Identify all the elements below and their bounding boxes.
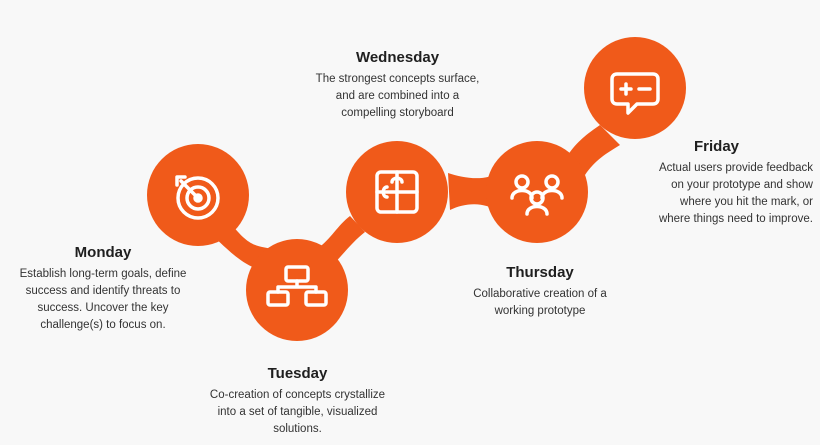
description-line: working prototype — [494, 305, 586, 317]
description-line: solutions. — [273, 423, 322, 435]
flowchart-icon — [266, 265, 328, 307]
description-line: Actual users provide feedback — [658, 162, 813, 174]
node-friday — [584, 37, 686, 139]
day-title-friday: Friday — [693, 138, 739, 155]
day-block-monday: Monday Establish long-term goals, define… — [8, 244, 198, 334]
description-line: compelling storyboard — [341, 107, 454, 119]
day-block-friday: Friday Actual users provide feedback on … — [628, 138, 813, 228]
feedback-chat-icon — [610, 72, 660, 115]
description-line: into a set of tangible, visualized — [217, 406, 378, 418]
description-line: Collaborative creation of a — [473, 288, 607, 300]
team-icon — [510, 174, 564, 216]
node-tuesday — [246, 239, 348, 341]
day-description-thursday: Collaborative creation of a working prot… — [455, 286, 625, 320]
connector-thursday-friday — [568, 125, 620, 175]
day-block-tuesday: Tuesday Co-creation of concepts crystall… — [190, 365, 405, 438]
day-block-thursday: Thursday Collaborative creation of a wor… — [455, 264, 625, 320]
puzzle-icon — [375, 170, 419, 214]
day-description-monday: Establish long-term goals, define succes… — [8, 266, 198, 334]
description-line: on your prototype and show — [671, 179, 813, 191]
description-line: Establish long-term goals, define — [19, 268, 187, 280]
description-line: The strongest concepts surface, — [315, 73, 480, 85]
description-line: where things need to improve. — [658, 213, 813, 225]
description-line: success. Uncover the key — [37, 302, 169, 314]
target-icon — [175, 175, 220, 220]
description-line: challenge(s) to focus on. — [40, 319, 166, 331]
day-block-wednesday: Wednesday The strongest concepts surface… — [290, 49, 505, 122]
day-title-thursday: Thursday — [506, 264, 574, 281]
description-line: Co-creation of concepts crystallize — [209, 389, 386, 401]
day-description-wednesday: The strongest concepts surface, and are … — [290, 71, 505, 122]
day-title-tuesday: Tuesday — [267, 365, 328, 382]
description-line: where you hit the mark, or — [680, 196, 813, 208]
description-line: success and identify threats to — [25, 285, 181, 297]
day-description-tuesday: Co-creation of concepts crystallize into… — [190, 387, 405, 438]
day-description-friday: Actual users provide feedback on your pr… — [628, 160, 813, 228]
day-title-monday: Monday — [74, 244, 132, 261]
description-line: and are combined into a — [335, 90, 460, 102]
day-title-wednesday: Wednesday — [355, 49, 440, 66]
